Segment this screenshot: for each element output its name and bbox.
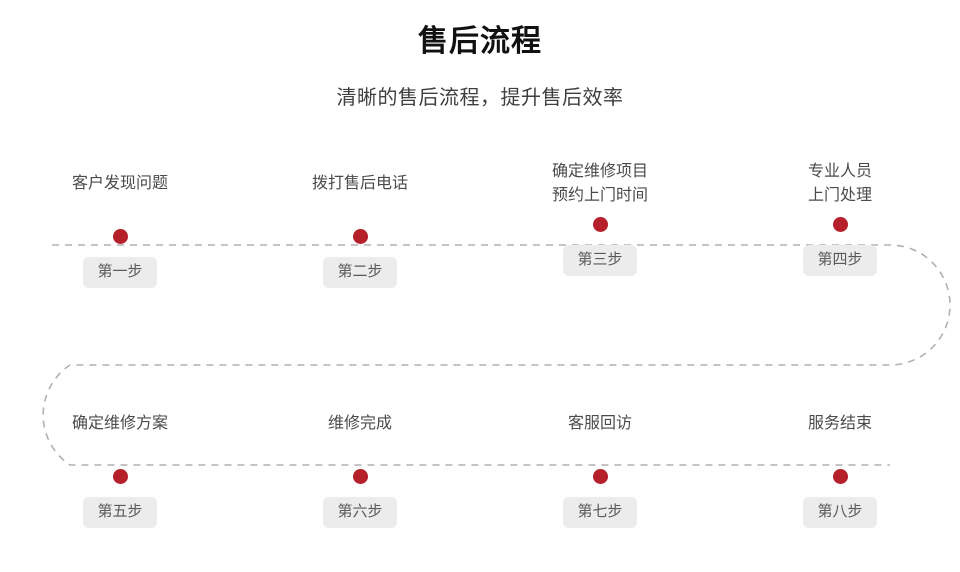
flow-step-7-dot-icon (592, 468, 608, 484)
flow-step-7-badge: 第七步 (563, 496, 637, 528)
flow-row-one: 客户发现问题 第一步 拨打售后电话 第二步 确定维修项目 预约上门时间 第三步 (0, 160, 960, 292)
flow-step-1[interactable]: 客户发现问题 第一步 (0, 160, 240, 292)
flow-step-5-dot-icon (112, 468, 128, 484)
flow-step-5-label: 确定维修方案 (71, 415, 168, 432)
flow-step-4-dot-icon (832, 216, 848, 232)
flow-step-4-label: 专业人员 上门处理 (807, 163, 872, 204)
flow-step-2[interactable]: 拨打售后电话 第二步 (240, 160, 480, 292)
flow-step-7-dot-slot (592, 460, 608, 492)
flow-step-8[interactable]: 服务结束 第八步 (720, 400, 960, 532)
flow-step-5-badge: 第五步 (83, 496, 157, 528)
page-header: 售后流程 清晰的售后流程，提升售后效率 (0, 0, 960, 112)
flow-step-2-dot-slot (352, 220, 368, 252)
flow-step-6-dot-icon (352, 468, 368, 484)
flow-step-3[interactable]: 确定维修项目 预约上门时间 第三步 (480, 160, 720, 292)
flow-step-8-dot-icon (832, 468, 848, 484)
flow-step-8-label: 服务结束 (807, 415, 872, 432)
flow-step-3-badge: 第三步 (563, 244, 637, 276)
flow-step-3-dot-slot (592, 208, 608, 240)
flow-step-3-label: 确定维修项目 预约上门时间 (551, 163, 648, 204)
page-subtitle: 清晰的售后流程，提升售后效率 (336, 87, 624, 109)
flow-step-1-badge: 第一步 (83, 256, 157, 288)
flow-step-1-label: 客户发现问题 (71, 175, 168, 192)
flow-step-2-label: 拨打售后电话 (311, 175, 408, 192)
flow-step-7-badge-slot: 第七步 (563, 492, 637, 532)
flow-step-3-badge-slot: 第三步 (563, 240, 637, 280)
flow-step-1-dot-icon (112, 228, 128, 244)
flow-step-2-badge: 第二步 (323, 256, 397, 288)
flow-step-6-badge: 第六步 (323, 496, 397, 528)
flow-step-5[interactable]: 确定维修方案 第五步 (0, 400, 240, 532)
flow-step-7[interactable]: 客服回访 第七步 (480, 400, 720, 532)
flow-step-4-badge: 第四步 (803, 244, 877, 276)
flow-step-7-label: 客服回访 (567, 415, 632, 432)
flow-step-8-badge: 第八步 (803, 496, 877, 528)
flow-step-1-dot-slot (112, 220, 128, 252)
flow-step-6-label: 维修完成 (327, 415, 392, 432)
flow-step-8-dot-slot (832, 460, 848, 492)
flow-step-4-dot-slot (832, 208, 848, 240)
flow-step-2-dot-icon (352, 228, 368, 244)
flow-step-4[interactable]: 专业人员 上门处理 第四步 (720, 160, 960, 292)
page-title: 售后流程 (418, 25, 542, 58)
flow-step-8-badge-slot: 第八步 (803, 492, 877, 532)
flow-step-6[interactable]: 维修完成 第六步 (240, 400, 480, 532)
flow-step-3-dot-icon (592, 216, 608, 232)
flow-step-2-badge-slot: 第二步 (323, 252, 397, 292)
flow-step-6-dot-slot (352, 460, 368, 492)
flow-step-6-badge-slot: 第六步 (323, 492, 397, 532)
flow-step-5-dot-slot (112, 460, 128, 492)
flow-step-1-badge-slot: 第一步 (83, 252, 157, 292)
flow-row-two: 确定维修方案 第五步 维修完成 第六步 客服回访 第七步 (0, 400, 960, 532)
flow-step-5-badge-slot: 第五步 (83, 492, 157, 532)
flow-step-4-badge-slot: 第四步 (803, 240, 877, 280)
